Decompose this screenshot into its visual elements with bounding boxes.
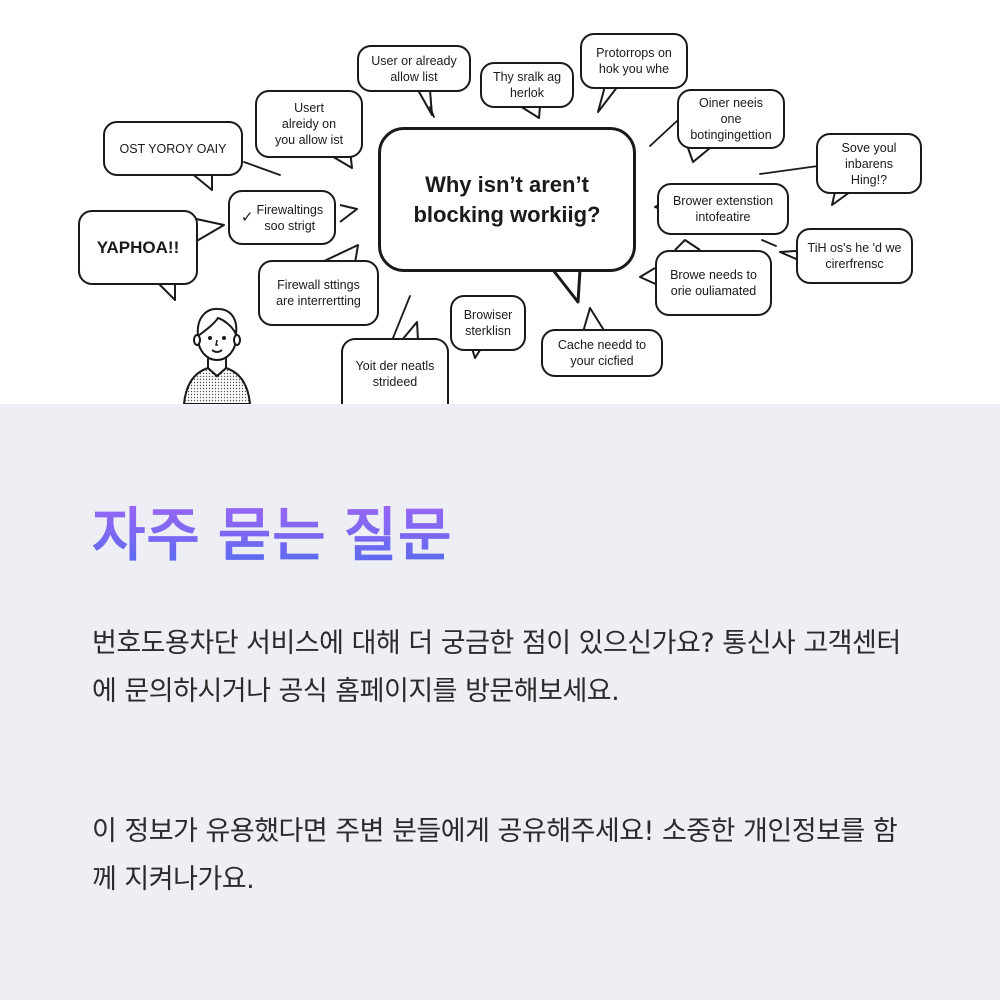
bubble-text: Firewaltings soo strigt — [256, 202, 324, 233]
speech-bubble: Yoit der neatls strideed — [341, 338, 449, 404]
speech-bubble: Protorrops on hok you whe — [580, 33, 688, 89]
speech-bubble: Usert alreidy on you allow ist — [255, 90, 363, 158]
faq-title: 자주 묻는 질문 — [92, 496, 452, 576]
faq-paragraph-share: 이 정보가 유용했다면 주변 분들에게 공유해주세요! 소중한 개인정보를 함께… — [92, 816, 898, 895]
speech-bubble: Thy sralk ag herlok — [480, 62, 574, 108]
person-illustration-icon — [182, 307, 252, 404]
speech-bubble: TiH os's he 'd we cirerfrensc — [796, 228, 913, 284]
speech-bubble: Cache needd to your cicfied — [541, 329, 663, 377]
main-question-bubble: Why isn’t aren’t blocking workiig? — [378, 127, 636, 272]
faq-illustration: Why isn’t aren’t blocking workiig? User … — [0, 0, 1000, 404]
speech-bubble: Oiner neeis one botingingettion — [677, 89, 785, 149]
checkmark-icon: ✓ — [240, 208, 254, 226]
speech-bubble: OST YOROY OAIY — [103, 121, 243, 176]
speech-bubble: ✓ Firewaltings soo strigt — [228, 190, 336, 245]
speech-bubble: Browiser sterklisn — [450, 295, 526, 351]
speech-bubble: User or already allow list — [357, 45, 471, 92]
speech-bubble: Firewall sttings are interrertting — [258, 260, 379, 326]
faq-paragraph-contact: 번호도용차단 서비스에 대해 더 궁금한 점이 있으신가요? 통신사 고객센터에… — [92, 628, 901, 707]
speech-bubble: Browe needs to orie ouliamated — [655, 250, 772, 316]
speech-bubble: YAPHOA!! — [78, 210, 198, 285]
speech-bubble: Sove youl inbarens Hing!? — [816, 133, 922, 194]
speech-bubble: Brower extenstion intofeatire — [657, 183, 789, 235]
